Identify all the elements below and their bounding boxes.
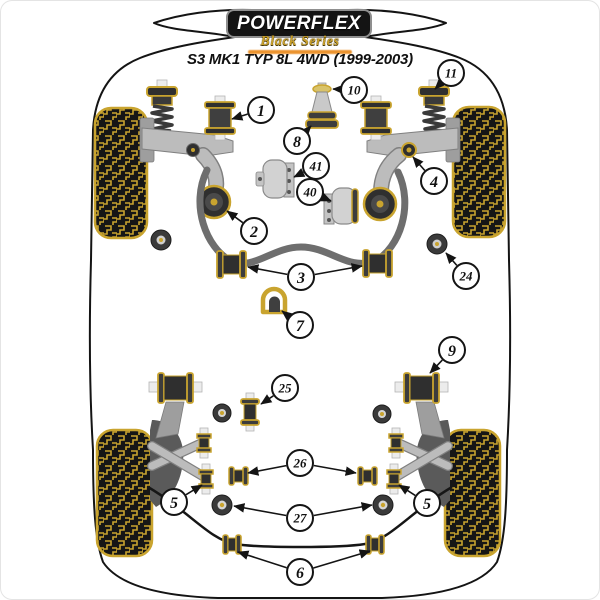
callout-10: 10	[332, 76, 368, 104]
svg-text:3: 3	[296, 270, 305, 287]
subframe-donut-part24	[426, 233, 448, 255]
svg-text:40: 40	[303, 185, 318, 200]
callout-layer: 1 2 3 4 5 5 6 7 8 9 10 11 24 25 26 27 40 41	[160, 59, 480, 586]
front-left-tire	[93, 106, 149, 240]
rear-right-arm-bracket	[415, 401, 445, 439]
rear-trailing-arm-bush-left	[148, 372, 203, 404]
svg-text:8: 8	[293, 134, 301, 151]
callout-1: 1	[231, 96, 275, 124]
front-left-strut	[146, 79, 178, 133]
callout-24: 24	[445, 252, 480, 290]
rear-right-tire	[443, 428, 502, 558]
rear-bush-part26-right	[357, 466, 378, 486]
svg-text:5: 5	[170, 495, 178, 512]
arm-front-bushing-right	[360, 95, 392, 141]
rear-left-arms	[147, 437, 211, 483]
rear-right-arms	[389, 437, 453, 483]
callout-26: 26	[247, 449, 357, 477]
callout-8: 8	[283, 125, 312, 155]
rear-arm-bush-upper-left	[196, 427, 212, 459]
svg-text:41: 41	[309, 159, 323, 174]
front-left-control-arm	[141, 127, 234, 220]
callout-25: 25	[260, 374, 299, 405]
callout-40: 40	[296, 178, 332, 206]
rear-bush-part26-left	[228, 466, 249, 486]
rear-anti-roll-bar	[147, 485, 453, 549]
svg-text:27: 27	[293, 511, 308, 526]
rear-arm-bush-upper-right	[388, 427, 404, 459]
svg-text:6: 6	[296, 565, 304, 582]
logo-series-text: Black Series	[260, 34, 340, 49]
subframe-donut-left	[150, 229, 172, 251]
svg-text:24: 24	[459, 269, 474, 284]
rear-donut-part27-left	[211, 494, 233, 516]
callout-5: 5	[160, 484, 203, 516]
arb-bushing-part3-left	[216, 250, 247, 279]
svg-text:9: 9	[448, 343, 456, 360]
svg-text:5: 5	[423, 496, 431, 513]
rear-donut-left	[212, 403, 232, 423]
svg-text:4: 4	[429, 174, 438, 191]
diagram-title: S3 MK1 TYP 8L 4WD (1999-2003)	[187, 51, 413, 68]
rear-donut-part27-right	[372, 494, 394, 516]
svg-text:10: 10	[348, 83, 362, 98]
rear-left-arm-bracket	[155, 401, 185, 439]
callout-6: 6	[237, 549, 371, 586]
rear-arm-bush-part5-right	[386, 463, 402, 495]
svg-text:26: 26	[293, 456, 308, 471]
front-right-tire	[451, 105, 507, 239]
arb-bushing-part3-right	[362, 249, 393, 278]
front-right-control-arm	[362, 127, 459, 222]
front-right-strut	[418, 79, 450, 133]
svg-text:2: 2	[249, 224, 258, 241]
callout-11: 11	[434, 59, 465, 90]
arm-front-bushing-part1	[204, 95, 236, 141]
callout-3: 3	[247, 263, 363, 291]
front-anti-roll-bar	[196, 166, 409, 267]
svg-text:25: 25	[278, 381, 293, 396]
callout-7: 7	[281, 310, 314, 339]
svg-text:7: 7	[296, 318, 305, 335]
steering-clamp-bush-part7	[260, 286, 288, 315]
rear-arb-bushing-part6-left	[222, 534, 242, 555]
svg-text:11: 11	[445, 66, 457, 81]
engine-mount-part40	[323, 187, 359, 225]
rear-bush-part25	[240, 392, 260, 432]
callout-9: 9	[429, 336, 466, 374]
callout-5: 5	[398, 484, 441, 517]
powerflex-logo: POWERFLEX	[226, 9, 372, 38]
gear-linkage-mount-parts8-10	[305, 82, 339, 129]
svg-text:1: 1	[257, 103, 265, 120]
rear-arm-bush-part5-left	[198, 463, 214, 495]
rear-left-tire	[95, 428, 154, 558]
logo-brand-text: POWERFLEX	[237, 12, 361, 34]
rear-donut-right	[372, 404, 392, 424]
engine-mount-part41	[255, 159, 295, 199]
logo-tagline	[248, 50, 352, 54]
rear-trailing-arm-bush-part9	[394, 372, 449, 404]
callout-41: 41	[293, 152, 330, 180]
callout-4: 4	[412, 156, 448, 195]
callout-27: 27	[233, 502, 373, 532]
callout-2: 2	[226, 210, 268, 245]
